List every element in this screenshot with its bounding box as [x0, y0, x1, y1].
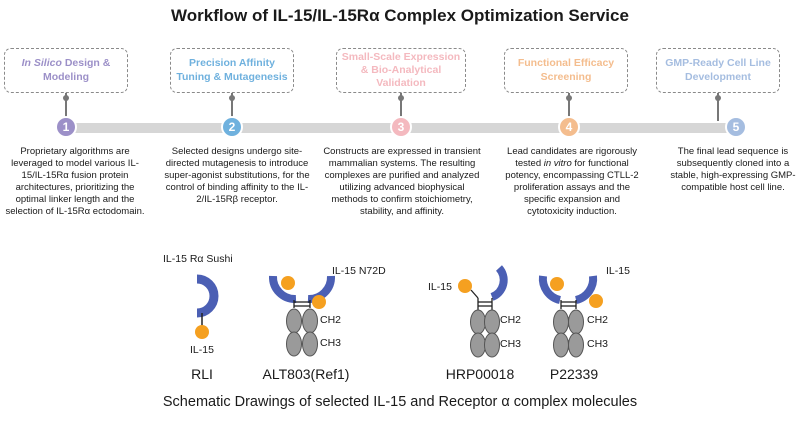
connector-dot-1 — [62, 95, 69, 101]
p22339-il15-label: IL-15 — [606, 265, 630, 277]
stage-1-description: Proprietary algorithms are leveraged to … — [5, 146, 145, 218]
step-5-circle: 5 — [725, 116, 747, 138]
step-3-circle: 3 — [390, 116, 412, 138]
p22339-ch3-label: CH3 — [587, 338, 609, 350]
connector-1 — [65, 93, 67, 121]
rli-il15-label: IL-15 — [190, 344, 214, 356]
hrp-ch3-left — [470, 332, 486, 358]
alt803-receptor-left — [269, 275, 297, 303]
p22339-ch3-left — [553, 332, 569, 358]
p22339-ch2-right — [568, 309, 584, 335]
stage-5-box: GMP-Ready Cell Line Development — [656, 48, 780, 93]
alt803-ch3-left — [286, 331, 302, 357]
alt803-ch3-label: CH3 — [320, 337, 342, 349]
stage-4-desc-part1: Lead candidates are rigorously tested — [507, 146, 637, 170]
stage-1-title-em: In Silico — [21, 57, 62, 70]
stage-1-box: In Silico Design & Modeling — [4, 48, 128, 93]
stage-3-title: Small-Scale Expression & Bio-Analytical … — [341, 50, 461, 90]
stage-4-desc-em: in vitro — [543, 158, 572, 170]
hrp-ch2-left — [470, 309, 486, 335]
p22339-il15-dot-right — [589, 294, 603, 308]
stage-4-description: Lead candidates are rigorously tested in… — [502, 146, 642, 218]
hrp-molecule — [458, 265, 508, 358]
alt803-ch3-right — [302, 331, 318, 357]
stage-1-title: Design & Modeling — [42, 57, 111, 83]
hrp-ch2-right — [484, 309, 500, 335]
step-4-circle: 4 — [558, 116, 580, 138]
stage-2-title: Precision Affinity Tuning & Mutagenesis — [176, 57, 288, 83]
rli-sushi-label: IL-15 Rα Sushi — [163, 253, 233, 265]
stage-3-box: Small-Scale Expression & Bio-Analytical … — [336, 48, 466, 93]
stage-2-description: Selected designs undergo site-directed m… — [164, 146, 310, 206]
stage-4-desc-part2: for functional potency, encompassing CTL… — [505, 158, 639, 218]
connector-dot-2 — [228, 95, 235, 101]
step-2-circle: 2 — [221, 116, 243, 138]
stage-4-title: Functional Efficacy Screening — [517, 57, 615, 83]
p22339-receptor-right — [574, 275, 598, 304]
p22339-molecule — [538, 275, 603, 358]
page-title: Workflow of IL-15/IL-15Rα Complex Optimi… — [171, 6, 629, 25]
hrp-ch3-label: CH3 — [500, 338, 522, 350]
connector-2 — [231, 93, 233, 121]
stage-3-description: Constructs are expressed in transient ma… — [323, 146, 481, 218]
stage-5-title: GMP-Ready Cell Line Development — [665, 57, 771, 83]
alt803-il15-dot-left — [281, 276, 295, 290]
alt803-molecule — [269, 275, 335, 357]
p22339-ch2-left — [553, 309, 569, 335]
p22339-name: P22339 — [549, 366, 599, 382]
alt803-il15-dot-right — [312, 295, 326, 309]
hrp-ch2-label: CH2 — [500, 314, 522, 326]
rli-name: RLI — [191, 366, 213, 382]
hrp-il15-label: IL-15 — [428, 281, 452, 293]
connector-5 — [717, 93, 719, 121]
stage-4-box: Functional Efficacy Screening — [504, 48, 628, 93]
hrp-receptor-arc — [490, 265, 508, 301]
rli-molecule — [195, 274, 219, 339]
alt803-mutation-label: IL-15 N72D — [332, 265, 386, 277]
alt803-ch2-label: CH2 — [320, 314, 342, 326]
p22339-il15-dot-left — [550, 277, 564, 291]
alt803-ch2-right — [302, 308, 318, 334]
connector-3 — [400, 93, 402, 121]
connector-dot-5 — [714, 95, 721, 101]
hrp-il15-dot — [458, 279, 472, 293]
hrp-ch3-right — [484, 332, 500, 358]
p22339-ch3-right — [568, 332, 584, 358]
alt803-name: ALT803(Ref1) — [262, 366, 350, 382]
hrp-linker — [470, 289, 479, 299]
step-1-circle: 1 — [55, 116, 77, 138]
rli-receptor-arc — [196, 274, 219, 318]
alt803-receptor-right — [307, 275, 335, 303]
schematic-caption: Schematic Drawings of selected IL-15 and… — [162, 394, 638, 410]
hrp-name: HRP00018 — [445, 366, 515, 382]
stage-5-description: The final lead sequence is subsequently … — [670, 146, 796, 194]
p22339-receptor-left — [538, 275, 562, 304]
alt803-ch2-left — [286, 308, 302, 334]
stage-2-box: Precision Affinity Tuning & Mutagenesis — [170, 48, 294, 93]
rli-il15-dot — [195, 325, 209, 339]
connector-dot-3 — [397, 95, 404, 101]
connector-dot-4 — [565, 95, 572, 101]
p22339-ch2-label: CH2 — [587, 314, 609, 326]
connector-4 — [568, 93, 570, 121]
